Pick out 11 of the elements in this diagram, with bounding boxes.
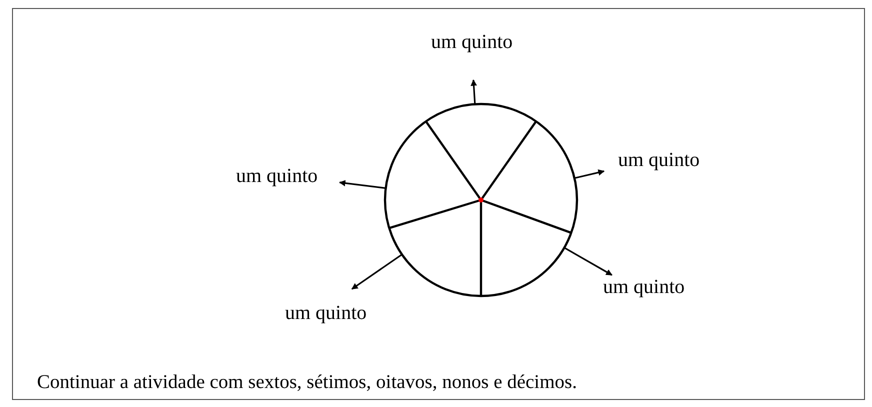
fraction-label: um quinto: [285, 289, 367, 325]
fraction-label: um quinto: [431, 30, 513, 80]
caption: Continuar a atividade com sextos, sétimos, oitavos, nonos e décimos.: [37, 371, 577, 395]
fraction-label: um quinto: [581, 275, 685, 299]
fraction-label: um quinto: [604, 148, 700, 172]
arrow: [339, 180, 386, 189]
fraction-label: um quinto: [236, 164, 340, 188]
arrow: [351, 254, 402, 290]
arrow: [470, 79, 477, 104]
arrow: [564, 247, 612, 276]
arrow: [574, 169, 605, 179]
